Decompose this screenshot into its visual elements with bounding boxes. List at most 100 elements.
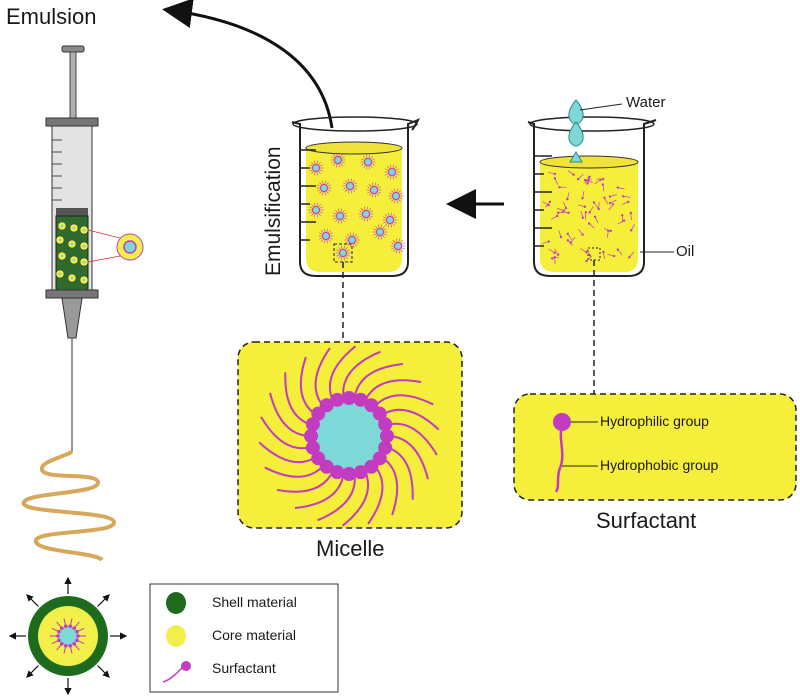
beaker-micelles (308, 152, 406, 261)
oil-surfactant-head (562, 209, 566, 212)
small-micelle (360, 154, 376, 170)
oil-surfactant-head (567, 211, 570, 214)
oil-surfactant-head (593, 215, 597, 219)
hydrophilic-head (553, 413, 571, 431)
oil-surfactant-head (569, 241, 572, 244)
oil-surfactant-head (553, 251, 556, 255)
micelle-head (342, 467, 356, 481)
small-micelle (358, 206, 374, 222)
syringe-droplet-core (60, 254, 64, 258)
small-micelle (335, 245, 351, 261)
small-micelle (308, 160, 324, 176)
legend-shell-label: Shell material (212, 594, 297, 610)
oil-surfactant-head (566, 232, 569, 236)
micelle-label: Micelle (316, 536, 385, 561)
hydrophobic-tail (554, 423, 564, 493)
hydrophobic-group-label: Hydrophobic group (600, 457, 719, 473)
small-micelle (388, 188, 404, 204)
cross-section-surfactant-head (76, 634, 80, 638)
small-micelle (344, 232, 360, 248)
oil-surfactant-head (612, 254, 616, 258)
oil-surfactant-head (588, 254, 592, 257)
oil-surfactant-head (601, 183, 605, 186)
expansion-arrow (26, 594, 39, 607)
oil-surfactant-head (616, 186, 619, 189)
syringe-droplet-core (82, 278, 86, 282)
syringe-droplet-core (70, 242, 74, 246)
oil-surfactant-head (611, 203, 615, 206)
oil-surfactant-head (587, 176, 591, 180)
expansion-arrow (97, 665, 110, 678)
oil-surfactant-head (608, 201, 612, 205)
micelle-tail (294, 473, 345, 510)
syringe-droplet-core (82, 244, 86, 248)
small-micelle (316, 180, 332, 196)
core-material-swatch (166, 625, 186, 647)
micelle-head (372, 406, 387, 421)
oil-surfactant-head (607, 229, 610, 233)
micelle-head (319, 398, 334, 413)
emulsification-label: Emulsification (262, 146, 285, 276)
oil-surfactant-head (585, 259, 588, 263)
oil-surfactant-head (581, 196, 584, 200)
oil-surfactant-head (556, 211, 560, 215)
micelle-tail (342, 350, 381, 399)
surfactant-label: Surfactant (596, 508, 697, 533)
oil-surfactant-head (566, 198, 569, 201)
oil-surfactant-head (629, 229, 633, 232)
micelle-head (330, 392, 345, 407)
oil-surfactant-head (602, 177, 605, 181)
cross-section-surfactant-head (63, 643, 68, 648)
small-micelle (342, 178, 358, 194)
micelle-head (342, 391, 356, 405)
oil-surfactant-head (603, 196, 606, 200)
surfactant-box (513, 393, 797, 501)
small-micelle (308, 202, 324, 218)
cross-section-surfactant (50, 618, 86, 654)
micelle-head (378, 440, 393, 455)
cross-section-surfactant-head (56, 634, 60, 638)
syringe-droplet-core (72, 226, 76, 230)
oil-surfactant-head (572, 173, 575, 176)
oil-surfactant-head (616, 248, 619, 251)
fiber-spiral (21, 450, 116, 562)
syringe-droplet-core (82, 260, 86, 264)
oil-surfactant-head (551, 257, 554, 260)
oil-surfactant-head (584, 211, 588, 214)
syringe-droplets (55, 221, 89, 285)
cross-section-surfactant-head (75, 638, 79, 643)
syringe-scale (52, 139, 62, 201)
expansion-arrow (97, 594, 110, 607)
oil-surfactant-head (597, 207, 600, 211)
micelle-head (378, 417, 393, 432)
micelle-head (305, 440, 320, 455)
syringe-droplet-core (82, 228, 86, 232)
shell-material-swatch (166, 592, 186, 614)
oil-surfactant-head (581, 233, 584, 236)
oil-surfactant-head (553, 172, 557, 176)
micelle-head (304, 429, 318, 443)
hydrophilic-group-label: Hydrophilic group (600, 413, 709, 429)
micelle-tail (317, 473, 356, 522)
cross-section-surfactant-head (57, 638, 61, 643)
oil-surfactant-head (609, 229, 612, 233)
oil-surfactants (541, 170, 635, 265)
water-drop-1 (568, 99, 584, 125)
oil-surfactant-head (628, 256, 631, 259)
oil-surfactant-head (585, 251, 588, 254)
micelle-detail (258, 345, 440, 527)
small-micelle (390, 238, 406, 254)
cross-section-surfactant-head (72, 626, 77, 630)
micelle-tail (353, 362, 404, 399)
small-micelle (366, 182, 382, 198)
oil-surfactant-head (564, 207, 568, 210)
oil-surfactant-head (588, 211, 591, 214)
legend-core-label: Core material (212, 627, 297, 643)
oil-surfactant-head (587, 222, 591, 225)
syringe-droplet-core (58, 272, 62, 276)
oil-surfactant-head (622, 219, 626, 222)
cross-section-surfactant-head (63, 624, 68, 629)
oil-surfactant-head (558, 185, 561, 189)
syringe-droplet-core (58, 238, 62, 242)
oil-surfactant-head (581, 216, 585, 219)
